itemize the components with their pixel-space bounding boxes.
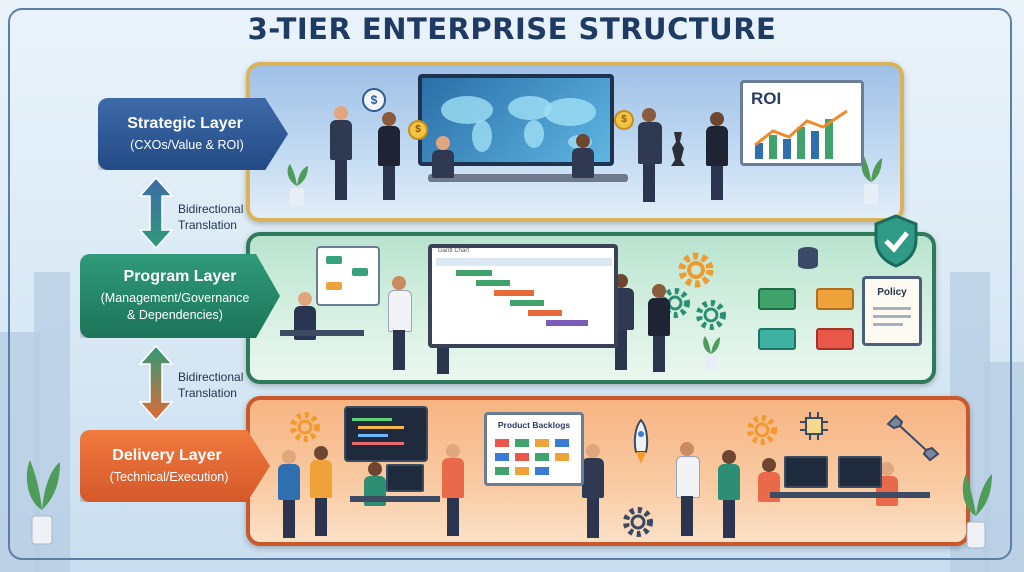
dependency-node [816,328,854,350]
bidirectional-arrow-icon [138,344,174,427]
bidirectional-translation-label: Bidirectional Translation [178,202,243,233]
monitor [386,464,424,492]
connector-line1: Bidirectional [178,202,244,216]
monitor [784,456,828,488]
gear-icon [288,410,322,449]
desk [280,330,364,336]
program-layer-label: Program Layer (Management/Governance & D… [80,254,280,338]
plant-icon [700,334,722,379]
rocket-icon [628,418,654,473]
page-title: 3-TIER ENTERPRISE STRUCTURE [247,12,777,46]
delivery-layer-subtitle: (Technical/Execution) [109,469,229,484]
gantt-bars [436,258,612,326]
chip-icon [796,408,832,449]
dollar-coin-icon: $ [614,110,634,130]
gear-icon [676,250,716,295]
plant-icon [858,154,884,215]
dependency-node [816,288,854,310]
product-backlog-board: Product Backlogs [484,412,584,486]
strategic-layer-title: Strategic Layer [127,114,243,132]
bidirectional-arrow-icon [138,176,174,255]
program-layer-title: Program Layer [123,268,237,286]
database-icon [796,246,820,277]
gantt-chart-screen: Gantt Chart [428,244,618,348]
roi-board: ROI [740,80,864,166]
connector-line2: Translation [178,217,237,232]
policy-document: Policy [862,276,922,346]
strategic-layer-subtitle: (CXOs/Value & ROI) [130,137,244,152]
chess-piece-icon [668,128,688,170]
dependency-node [758,328,796,350]
desk [770,492,930,498]
desk [350,496,440,502]
program-layer-subtitle-line2: & Dependencies) [127,308,223,322]
monitor [838,456,882,488]
connector-line1: Bidirectional [178,370,244,384]
gantt-chart-title: Gantt Chart [438,248,470,254]
gear-icon [620,504,656,542]
gear-icon [694,298,728,337]
plant-icon [958,464,994,559]
city-building [984,362,1024,572]
program-layer-subtitle-line1: (Management/Governance [100,291,250,306]
plant-icon [284,162,310,215]
connector-line2: Translation [178,385,237,400]
program-layer-subtitle: (Management/Governance & Dependencies) [97,290,264,324]
code-window-icon [344,406,428,462]
roi-label: ROI [751,89,782,108]
backlog-cards [495,439,569,475]
product-backlog-title: Product Backlogs [497,420,571,430]
frame-border [8,8,1012,560]
workflow-diagram-card [316,246,380,306]
gear-icon [744,412,780,453]
delivery-layer-title: Delivery Layer [112,446,222,464]
delivery-layer-panel [246,396,970,546]
policy-label: Policy [877,287,907,298]
roi-chart-icon [754,109,848,159]
wrench-icon [882,414,942,467]
delivery-layer-label: Delivery Layer (Technical/Execution) [80,430,270,502]
bidirectional-translation-label: Bidirectional Translation [178,370,243,401]
dollar-coin-icon: $ [362,88,386,112]
conference-table [428,174,628,182]
plant-icon [22,450,62,555]
dependency-node [758,288,796,310]
dollar-coin-icon: $ [408,120,428,140]
shield-check-icon [872,214,920,273]
strategic-layer-label: Strategic Layer (CXOs/Value & ROI) [98,98,288,170]
